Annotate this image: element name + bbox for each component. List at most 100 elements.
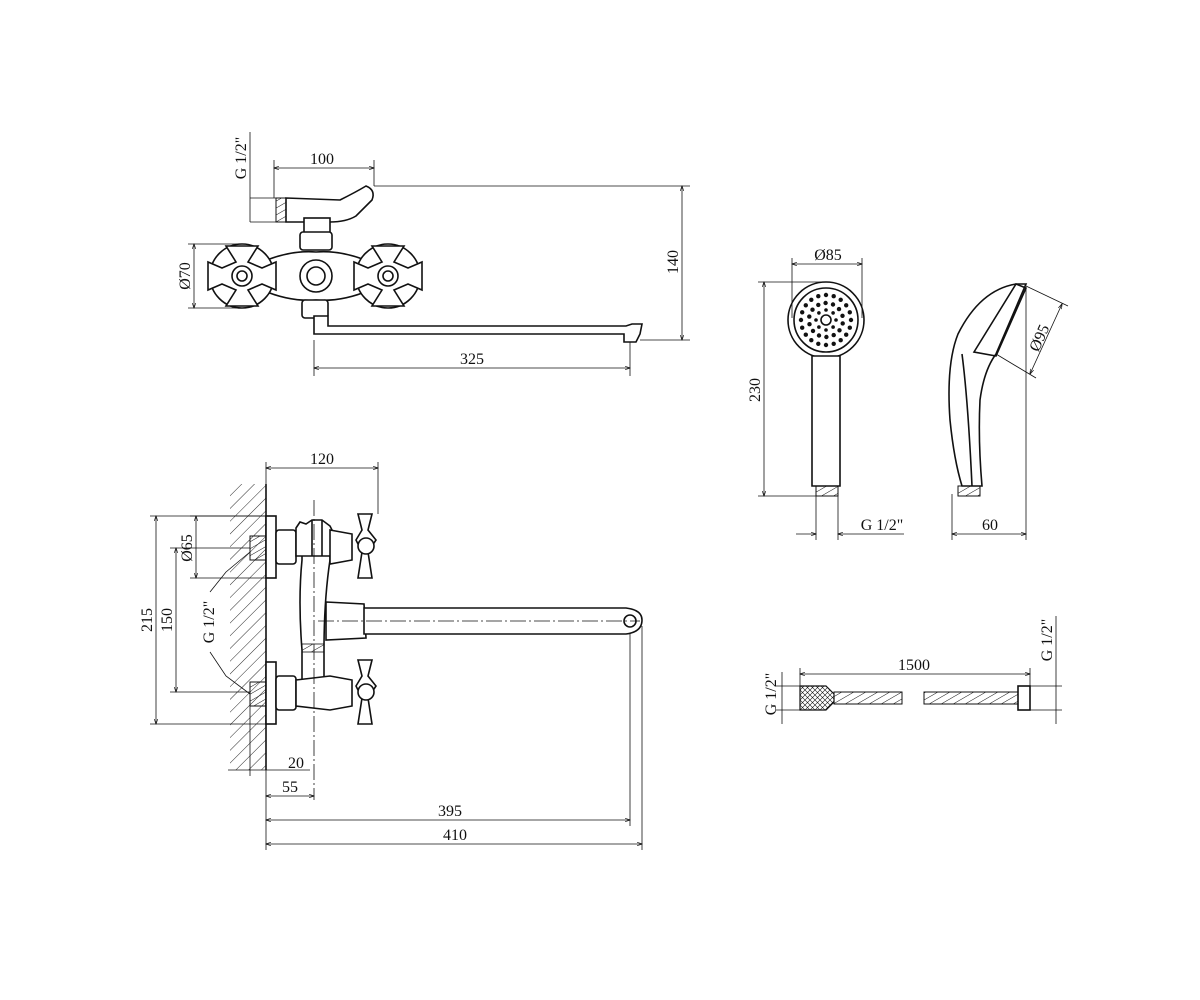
- wall-hatch-top: [230, 484, 266, 578]
- nozzle-dot: [831, 341, 836, 346]
- nozzle-dot: [807, 314, 812, 319]
- front-dimensions: [188, 132, 690, 376]
- shower-head-side: Ø95 60: [948, 283, 1069, 540]
- dim-230: 230: [747, 378, 764, 402]
- dim-395: 395: [438, 803, 462, 820]
- dim-100: 100: [310, 151, 334, 168]
- side-view: 120 Ø65 215 150 G 1/2" 20 55 395 410: [139, 451, 643, 850]
- nozzle-dot: [831, 294, 836, 299]
- dim-215: 215: [139, 608, 156, 632]
- shower-hose: 1500 G 1/2" G 1/2": [763, 616, 1062, 724]
- shower-face-center: [820, 314, 832, 326]
- nozzle-dot: [816, 302, 821, 308]
- dim-410: 410: [443, 827, 467, 844]
- center-boss-inner: [306, 266, 326, 286]
- shower-nozzles: [798, 292, 854, 348]
- dim-hose-thread-left: G 1/2": [763, 673, 780, 716]
- hose-nut-fitting: [1017, 685, 1031, 711]
- spout: [313, 315, 643, 343]
- nozzle-dot: [831, 332, 836, 338]
- nozzle-dot: [810, 307, 815, 312]
- upper-thread: [249, 535, 267, 561]
- dim-20: 20: [288, 755, 304, 772]
- dim-hose-thread-right: G 1/2": [1039, 619, 1056, 662]
- nozzle-dot: [816, 333, 822, 338]
- nozzle-dot: [831, 325, 835, 329]
- dim-150: 150: [159, 608, 176, 632]
- upper-flange: [265, 515, 277, 579]
- lower-side-handle: [355, 659, 377, 725]
- dim-phi70: Ø70: [177, 262, 194, 290]
- dim-side-thread: G 1/2": [201, 601, 218, 644]
- nozzle-dot: [837, 328, 842, 333]
- dim-325: 325: [460, 351, 484, 368]
- shower-thread: [815, 485, 839, 497]
- dim-140: 140: [665, 250, 682, 274]
- nozzle-dot: [847, 310, 852, 315]
- lower-valve: [295, 675, 353, 711]
- nozzle-dot: [844, 332, 849, 337]
- right-cross-handle: [353, 243, 423, 309]
- upper-nut: [275, 529, 297, 565]
- center-boss: [299, 259, 333, 293]
- left-cross-handle: [207, 243, 277, 309]
- diverter-thread: [275, 197, 287, 223]
- dim-phi85: Ø85: [814, 247, 842, 264]
- shower-front-dimensions: [758, 258, 904, 540]
- side-spout: [363, 607, 643, 635]
- dim-60: 60: [982, 517, 998, 534]
- nozzle-dot: [836, 306, 842, 312]
- nozzle-dot: [834, 318, 838, 322]
- nozzle-dot: [809, 297, 814, 302]
- nozzle-dot: [800, 310, 805, 315]
- hose-cone-fitting: [799, 685, 835, 711]
- shower-side-dimensions: [952, 285, 1069, 540]
- nozzle-dot: [803, 332, 808, 337]
- wall-hatch-bottom: [230, 578, 266, 770]
- shower-side-line: [961, 353, 973, 487]
- shower-head-front: Ø85 230 G 1/2": [747, 247, 904, 540]
- nozzle-dot: [809, 338, 814, 343]
- nozzle-dot: [800, 325, 805, 330]
- shower-face-inner: [793, 287, 859, 353]
- dim-55: 55: [282, 779, 298, 796]
- upper-side-handle: [355, 513, 377, 579]
- shower-handle: [811, 355, 841, 487]
- lower-thread: [249, 681, 267, 707]
- nozzle-dot: [824, 334, 829, 340]
- shower-side-body: [948, 283, 1028, 487]
- shower-side-thread: [957, 485, 981, 497]
- nozzle-dot: [838, 338, 843, 343]
- nozzle-dot: [817, 311, 821, 315]
- lower-nut: [275, 675, 297, 711]
- dim-120: 120: [310, 451, 334, 468]
- dim-1500: 1500: [898, 657, 930, 674]
- nozzle-dot: [824, 308, 828, 312]
- nozzle-dot: [848, 317, 854, 323]
- nozzle-dot: [830, 302, 836, 307]
- hose-segment-right: [923, 691, 1019, 705]
- nozzle-dot: [803, 303, 808, 308]
- side-diverter: [295, 519, 335, 557]
- nozzle-dot: [807, 322, 812, 327]
- dim-phi95: Ø95: [1027, 322, 1054, 354]
- upper-valve: [329, 529, 353, 565]
- dim-front-thread: G 1/2": [233, 137, 250, 180]
- nozzle-dot: [847, 325, 852, 330]
- nozzle-dot: [840, 321, 845, 326]
- nozzle-dot: [840, 313, 845, 318]
- nozzle-dot: [798, 317, 804, 323]
- nozzle-dot: [844, 303, 849, 308]
- nozzle-dot: [810, 328, 816, 334]
- side-dimensions: [150, 462, 642, 850]
- nozzle-dot: [823, 342, 829, 348]
- hose-segment-left: [833, 691, 903, 705]
- nozzle-dot: [823, 292, 829, 298]
- nozzle-dot: [838, 297, 843, 302]
- lower-flange: [265, 661, 277, 725]
- nozzle-dot: [814, 318, 818, 322]
- front-view: 100 G 1/2" 140 Ø70 325: [177, 132, 690, 376]
- dim-shower-thread: G 1/2": [861, 517, 904, 534]
- hose-dimensions: [776, 616, 1062, 724]
